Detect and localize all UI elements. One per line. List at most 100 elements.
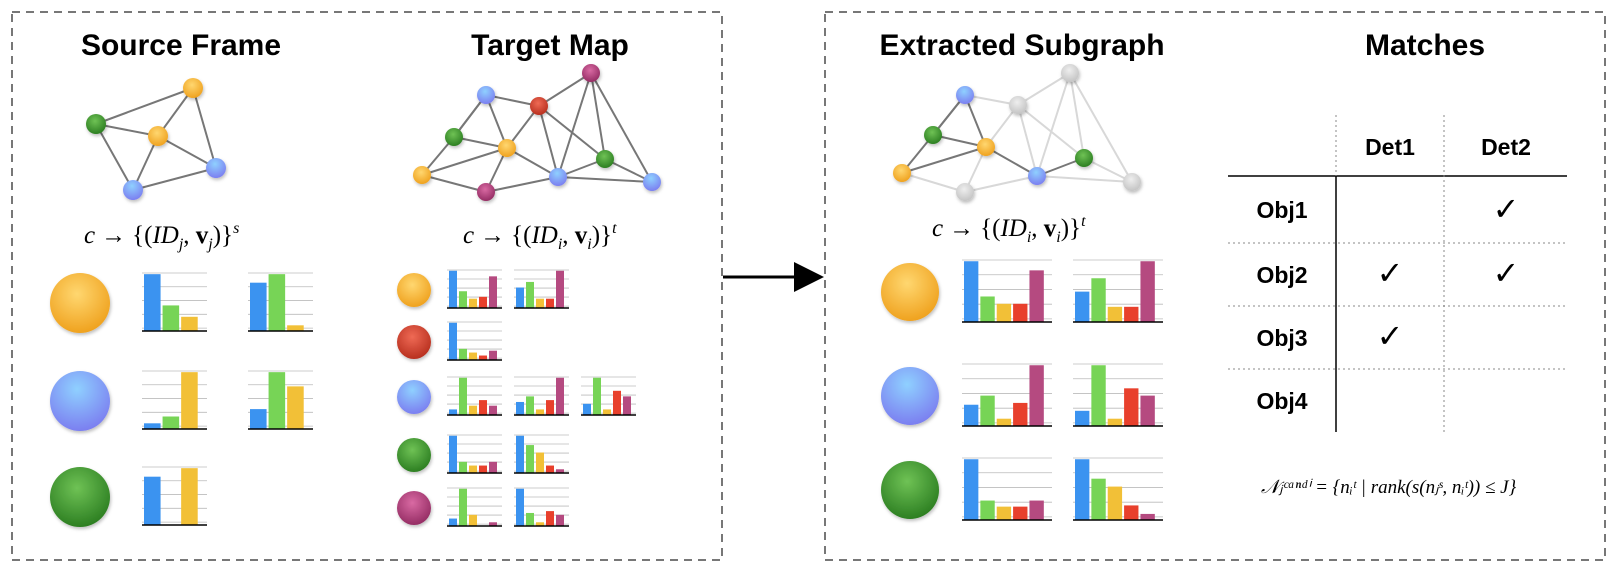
feature-histogram <box>447 321 502 361</box>
histogram-bar <box>459 377 467 415</box>
histogram-bar <box>1091 278 1106 322</box>
histogram-bar <box>516 401 524 415</box>
histogram-bar <box>546 465 554 473</box>
graph-edge <box>901 172 966 193</box>
histogram-bar <box>546 511 554 526</box>
right-panel-border <box>824 11 1606 561</box>
yellow-node <box>977 138 995 156</box>
histogram-bar <box>459 461 467 473</box>
green-node <box>445 128 463 146</box>
feature-histogram <box>581 376 636 416</box>
histogram-bar <box>1124 388 1139 426</box>
histogram-bar <box>556 270 564 308</box>
histogram-bar <box>144 423 161 429</box>
feature-histogram <box>1073 259 1163 323</box>
graph-edge <box>557 72 592 178</box>
histogram-bar <box>964 261 979 322</box>
blue-node-large <box>881 367 939 425</box>
histogram-bar <box>526 396 534 415</box>
target-formula: c→{(IDi, vi)}t <box>463 220 617 253</box>
histogram-bar <box>556 469 564 473</box>
histogram-bar <box>516 488 524 526</box>
magenta-node-small <box>397 491 431 525</box>
histogram-bar <box>536 522 544 526</box>
histogram-bar <box>449 409 457 415</box>
graph-edge <box>421 174 487 193</box>
feature-histogram <box>1073 363 1163 427</box>
green-node <box>86 114 106 134</box>
graph-edge <box>932 134 987 148</box>
green-node-large <box>881 461 939 519</box>
histogram-bar <box>162 416 180 429</box>
histogram-bar <box>469 298 477 308</box>
magenta-node <box>477 183 495 201</box>
feature-histogram <box>514 487 569 527</box>
feature-histogram <box>962 259 1052 323</box>
yellow-node <box>413 166 431 184</box>
check-icon: ✓ <box>1377 317 1404 355</box>
histogram-bar <box>469 514 477 526</box>
green-node-large <box>50 467 110 527</box>
table-row-obj3: Obj3 <box>1256 325 1307 351</box>
yellow-node <box>498 139 516 157</box>
green-node <box>596 150 614 168</box>
graph-edge <box>538 72 592 107</box>
graph-edge <box>421 147 508 176</box>
histogram-bar <box>449 518 457 526</box>
histogram-bar <box>469 465 477 473</box>
yellow-node <box>893 164 911 182</box>
graph-edge <box>1069 72 1133 183</box>
histogram-bar <box>1124 306 1139 322</box>
histogram-bar <box>1029 270 1044 322</box>
histogram-bar <box>964 459 979 520</box>
green-node <box>924 126 942 144</box>
histogram-bar <box>144 476 161 525</box>
histogram-bar <box>489 405 497 415</box>
feature-histogram <box>142 466 207 526</box>
graph-edge <box>590 72 606 160</box>
graph-edge <box>95 87 194 125</box>
histogram-bar <box>526 281 534 308</box>
subgraph-formula: c→{(IDi, vi)}t <box>932 213 1086 246</box>
graph-edge <box>1017 72 1071 106</box>
yellow-node-small <box>397 273 431 307</box>
histogram-bar <box>593 377 601 415</box>
histogram-bar <box>546 400 554 415</box>
histogram-bar <box>603 409 611 415</box>
graph-edge <box>538 105 559 178</box>
target-map-title: Target Map <box>471 29 629 62</box>
histogram-bar <box>1140 513 1155 520</box>
left-panel-border <box>11 11 723 561</box>
matches-table: Det1 Det2 Obj1 Obj2 Obj3 Obj4 ✓✓✓✓ <box>1228 115 1567 432</box>
histogram-bar <box>1107 486 1123 520</box>
matches-title: Matches <box>1365 29 1485 62</box>
histogram-bar <box>1029 500 1044 520</box>
histogram-bar <box>996 418 1012 426</box>
histogram-bar <box>449 322 457 360</box>
target-graph <box>413 64 661 201</box>
histogram-bar <box>980 500 995 520</box>
source-formula: c→{(IDj, vj)}s <box>84 220 239 253</box>
histogram-bar <box>479 296 487 308</box>
histogram-bar <box>449 270 457 308</box>
histogram-bar <box>996 303 1012 322</box>
feature-histogram <box>514 376 569 416</box>
histogram-bar <box>546 298 554 308</box>
check-icon: ✓ <box>1493 254 1520 292</box>
feature-histogram <box>447 269 502 309</box>
histogram-bar <box>489 461 497 473</box>
histogram-bar <box>250 282 267 331</box>
histogram-bar <box>1075 291 1090 322</box>
histogram-bar <box>479 465 487 473</box>
histogram-bar <box>996 506 1012 520</box>
histogram-bar <box>1013 506 1028 520</box>
histogram-bar <box>489 522 497 526</box>
graph-edge <box>557 176 653 183</box>
feature-histogram <box>962 457 1052 521</box>
histogram-bar <box>1013 402 1028 426</box>
graph-edge <box>132 167 217 191</box>
feature-histogram <box>447 487 502 527</box>
green-node <box>1075 149 1093 167</box>
histogram-bar <box>1107 306 1123 322</box>
